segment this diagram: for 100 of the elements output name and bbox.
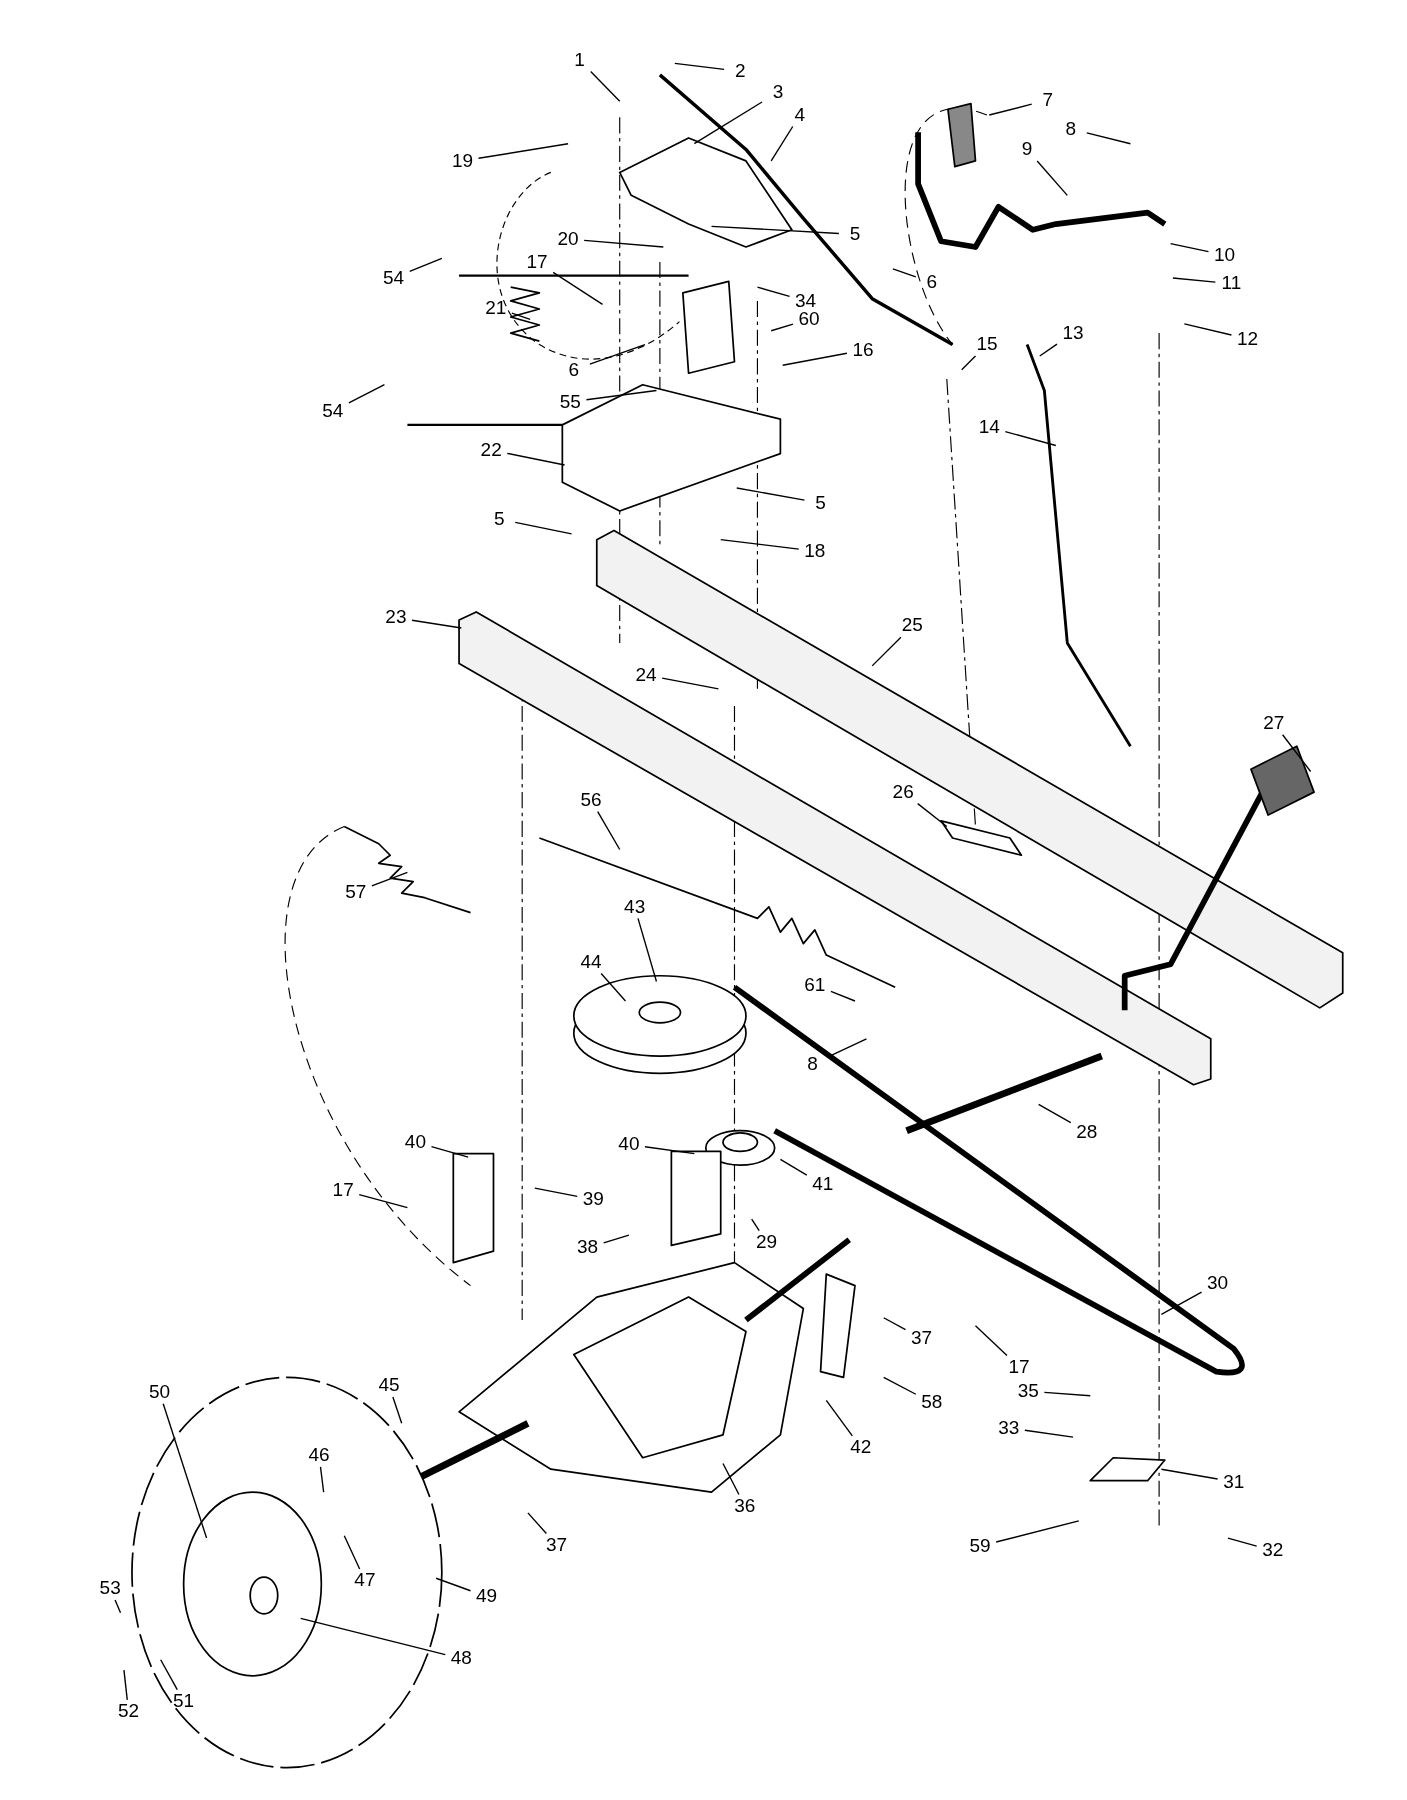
callout-number: 8 — [1065, 118, 1076, 139]
callout-number: 3 — [772, 81, 784, 102]
callout-number: 60 — [798, 309, 820, 330]
callout-number: 9 — [1021, 139, 1033, 160]
callout-number: 20 — [557, 228, 579, 249]
leader-line — [770, 125, 794, 162]
callout-number: 36 — [734, 1495, 756, 1516]
leader-line — [162, 1403, 208, 1539]
callout-number: 40 — [618, 1134, 640, 1155]
callout-number: 26 — [892, 781, 914, 802]
leader-line — [1037, 1103, 1072, 1124]
callout-number: 24 — [635, 664, 657, 685]
leader-line — [1281, 734, 1312, 773]
leader-line — [358, 1193, 409, 1209]
leader-line — [583, 239, 665, 248]
leader-line — [343, 1535, 361, 1570]
callout-number: 21 — [485, 297, 507, 318]
leader-line — [1172, 277, 1217, 283]
callout-number: 28 — [1076, 1121, 1098, 1142]
leader-line — [114, 1599, 122, 1614]
leader-line — [1039, 343, 1058, 357]
leader-line — [961, 355, 977, 371]
leader-line — [770, 323, 794, 332]
leader-line — [1183, 323, 1233, 336]
leader-line — [1086, 132, 1132, 145]
leader-line — [722, 1462, 740, 1496]
callout-number: 56 — [580, 789, 602, 810]
callout-number: 10 — [1213, 244, 1236, 265]
leader-line — [585, 389, 658, 401]
callout-number: 1 — [574, 49, 585, 70]
leader-line — [674, 62, 725, 71]
leader-line — [411, 619, 463, 629]
leader-line — [371, 871, 409, 887]
leader-line — [1227, 1537, 1258, 1547]
callout-number: 54 — [383, 267, 405, 288]
callout-number: 55 — [559, 391, 581, 412]
callout-number: 32 — [1262, 1540, 1284, 1561]
leader-line — [830, 990, 856, 1002]
callout-number: 30 — [1207, 1273, 1229, 1294]
callout-number: 5 — [849, 224, 861, 245]
leader-line — [779, 1158, 808, 1176]
leader-line — [590, 70, 621, 102]
leader-line — [988, 103, 1033, 116]
leader-line — [409, 257, 443, 273]
leader-line — [552, 271, 604, 306]
callout-number: 46 — [308, 1445, 330, 1466]
callout-number: 50 — [148, 1382, 171, 1403]
leader-line — [883, 1317, 907, 1331]
callout-number: 42 — [850, 1437, 872, 1458]
callout-number: 11 — [1221, 273, 1242, 294]
leader-line — [637, 917, 658, 983]
callout-number: 44 — [580, 951, 602, 972]
callout-number: 16 — [852, 340, 874, 360]
leader-line — [534, 1187, 578, 1198]
leader-line — [527, 1512, 548, 1535]
leader-line — [720, 538, 800, 550]
callout-number: 8 — [807, 1053, 818, 1074]
leader-line — [319, 1466, 325, 1493]
callout-number: 53 — [99, 1578, 121, 1599]
leader-line — [917, 802, 948, 828]
callout-number: 49 — [476, 1586, 498, 1607]
leader-line — [1004, 430, 1057, 447]
callout-number: 35 — [1017, 1380, 1039, 1401]
callout-number: 57 — [345, 881, 367, 902]
callout-number: 58 — [921, 1392, 943, 1413]
callout-number: 4 — [794, 104, 806, 125]
leader-line — [1160, 1468, 1219, 1480]
callout-number: 41 — [812, 1174, 834, 1195]
leader-line — [661, 677, 720, 690]
callout-number: 52 — [117, 1701, 140, 1722]
callout-number: 38 — [577, 1237, 599, 1258]
leader-line — [892, 268, 917, 278]
callout-number: 45 — [378, 1375, 400, 1396]
callout-number: 17 — [1008, 1356, 1030, 1377]
callout-number: 61 — [804, 974, 826, 995]
callout-number: 31 — [1223, 1471, 1245, 1492]
callout-number: 17 — [526, 251, 548, 272]
callout-number: 5 — [493, 508, 505, 529]
leader-line — [782, 352, 848, 366]
callout-number: 22 — [480, 439, 502, 460]
leader-line — [1169, 242, 1210, 253]
leader-line — [751, 1218, 760, 1232]
leader-line — [160, 1659, 178, 1691]
callout-number: 39 — [582, 1189, 604, 1210]
callout-number: 18 — [804, 540, 826, 561]
leader-line — [477, 143, 569, 159]
leader-line — [430, 1146, 469, 1158]
leader-line — [825, 1399, 854, 1437]
leader-line — [871, 636, 902, 667]
leader-line — [435, 1577, 472, 1592]
callout-number: 37 — [911, 1328, 933, 1349]
leader-line — [710, 225, 840, 235]
callout-number: 43 — [624, 896, 646, 917]
leader-line — [693, 101, 763, 145]
callout-number: 59 — [969, 1535, 991, 1556]
callout-number: 40 — [404, 1131, 426, 1152]
leader-line — [644, 1146, 695, 1155]
leader-line — [1024, 1429, 1074, 1438]
leader-line — [392, 1396, 403, 1424]
callout-number: 23 — [385, 607, 407, 628]
